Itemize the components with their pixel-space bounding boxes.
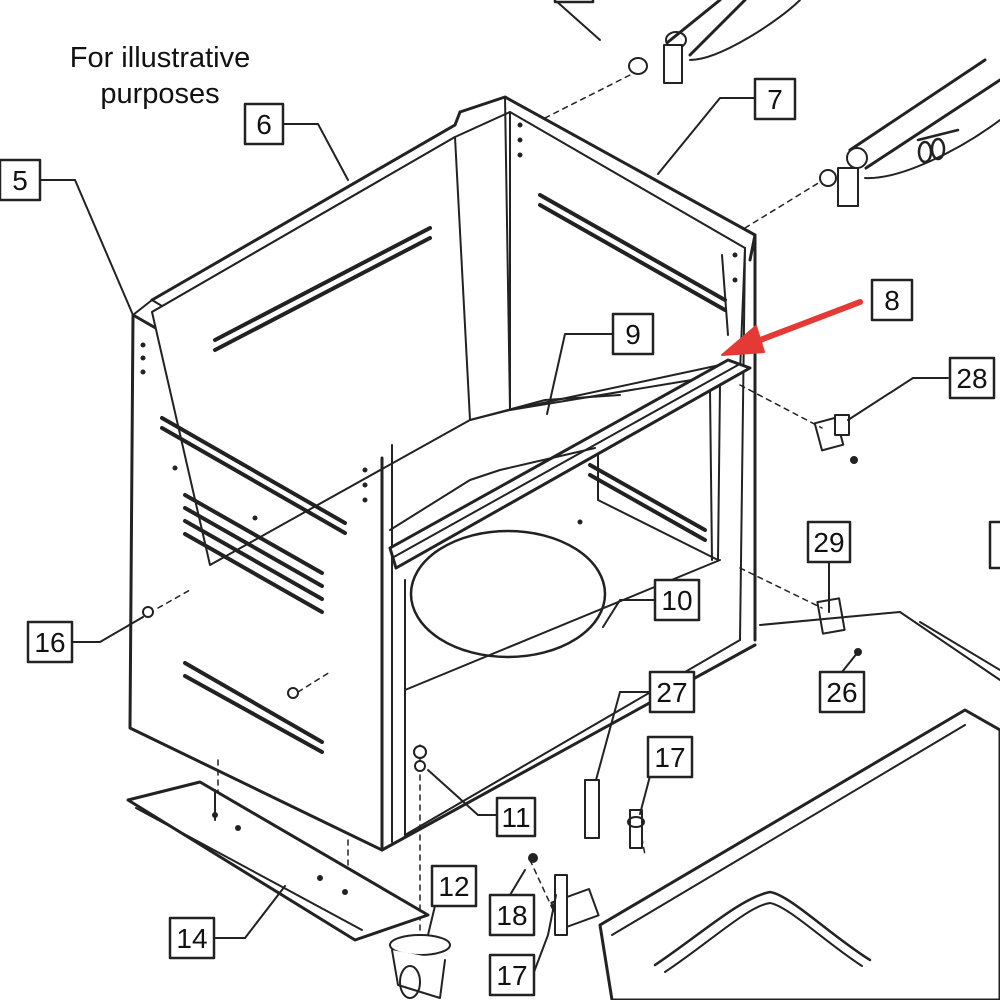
callout-27: 27	[648, 670, 696, 714]
caster-wheel	[389, 934, 451, 999]
callout-9: 9	[611, 312, 655, 356]
callout-7-label: 7	[767, 84, 783, 115]
callout-29: 29	[806, 520, 852, 564]
illustrative-note: For illustrative purposes	[40, 40, 280, 112]
callout-26-label: 26	[826, 677, 857, 708]
callout-14-label: 14	[176, 923, 207, 954]
callout-7: 7	[753, 77, 797, 121]
floor-tray	[389, 447, 596, 531]
side-handles	[628, 0, 1000, 207]
illustrative-note-line-2: purposes	[100, 78, 220, 110]
callout-17-upper-label: 17	[654, 742, 685, 773]
callout-8-label: 8	[884, 285, 900, 316]
callout-26: 26	[818, 670, 866, 714]
callout-6: 6	[243, 102, 285, 146]
callout-9-label: 9	[625, 319, 641, 350]
illustrative-note-line-1: For illustrative	[69, 42, 251, 74]
tank-opening	[409, 529, 607, 659]
door-catch	[550, 874, 600, 936]
callout-partial-right	[988, 520, 1000, 570]
right-rear-panel	[458, 95, 757, 262]
callout-27-label: 27	[656, 677, 687, 708]
callout-17-lower: 17	[488, 953, 536, 997]
callout-29-label: 29	[813, 527, 844, 558]
front-door	[598, 611, 1000, 1000]
back-interior-wall	[151, 136, 471, 566]
callout-6-label: 6	[256, 109, 272, 140]
callout-17-upper: 17	[646, 735, 694, 779]
door-hinge-brackets	[142, 74, 862, 946]
callout-16-label: 16	[34, 627, 65, 658]
callout-11: 11	[495, 796, 537, 838]
callout-12-label: 12	[438, 871, 469, 902]
callout-12: 12	[430, 864, 478, 908]
back-panel-top-edge	[150, 110, 462, 302]
callout-10: 10	[653, 578, 701, 622]
callout-5: 5	[0, 158, 42, 202]
cross-brace	[388, 358, 752, 570]
callout-11-label: 11	[501, 802, 530, 833]
callout-28-label: 28	[956, 363, 987, 394]
callout-28: 28	[948, 356, 996, 400]
callout-partial-top	[553, 0, 595, 4]
callout-18: 18	[488, 893, 536, 937]
highlight-arrow	[721, 299, 863, 356]
callout-8: 8	[870, 278, 914, 322]
callout-17-lower-label: 17	[496, 960, 527, 991]
door-hinge	[584, 779, 645, 849]
callout-10-label: 10	[661, 585, 692, 616]
callout-16: 16	[26, 620, 74, 664]
cabinet-body	[128, 95, 757, 852]
callout-5-label: 5	[12, 165, 28, 196]
callout-14: 14	[168, 916, 216, 960]
callout-18-label: 18	[496, 900, 527, 931]
